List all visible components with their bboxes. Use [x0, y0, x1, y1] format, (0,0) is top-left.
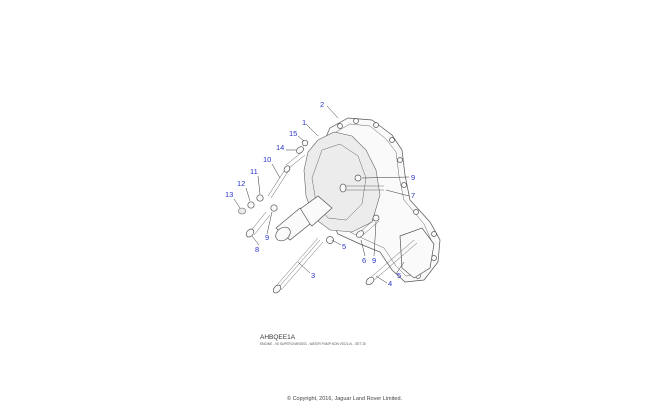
- callout-11: 11: [250, 167, 258, 176]
- callout-3: 3: [311, 271, 315, 280]
- callout-6: 6: [362, 256, 366, 265]
- washer-9-left: [270, 204, 278, 212]
- nut-13: [238, 207, 246, 215]
- callout-2: 2: [320, 100, 324, 109]
- callout-9-upper: 9: [411, 173, 415, 182]
- callout-7: 7: [411, 191, 415, 200]
- bolt-14: [285, 146, 306, 169]
- bolt-4: [365, 239, 418, 286]
- washer-9-right: [372, 214, 380, 222]
- copyright-notice: © Copyright, 2016, Jaguar Land Rover Lim…: [287, 396, 403, 402]
- water-pump-face: [311, 143, 367, 221]
- housing-cover: [399, 227, 435, 279]
- callout-5-left: 5: [342, 242, 346, 251]
- callout-9-lower: 9: [372, 256, 376, 265]
- callouts: 1 2 3 4 5 5 6 7 8 9 9 9 10 11 12 13 14 1…: [225, 100, 415, 288]
- washer-15: [301, 139, 309, 147]
- washer-9-upper: [354, 174, 362, 182]
- callout-13: 13: [225, 190, 233, 199]
- callout-10: 10: [263, 155, 271, 164]
- callout-4: 4: [388, 279, 392, 288]
- callout-1: 1: [302, 118, 306, 127]
- callout-12: 12: [237, 179, 245, 188]
- diagram-reference-code: AHBQEE1A: [260, 334, 296, 341]
- callout-9-left: 9: [265, 233, 269, 242]
- pump-pulley-end: [275, 226, 291, 242]
- bolt-6: [356, 217, 380, 238]
- bolt-7: [339, 183, 384, 193]
- bolt-long: [272, 237, 324, 294]
- diagram-caption: ENGINE - V6 SUPERCHARGED - WATER PUMP NO…: [260, 342, 366, 346]
- callout-14: 14: [276, 143, 284, 152]
- callout-15: 15: [289, 129, 297, 138]
- bolt-8: [245, 211, 271, 238]
- washer-12: [247, 201, 255, 209]
- washer-5: [326, 236, 334, 244]
- callout-5-right: 5: [397, 271, 401, 280]
- leader-lines: [233, 105, 410, 284]
- callout-8: 8: [255, 245, 259, 254]
- stud-10: [267, 165, 291, 199]
- washer-11: [256, 194, 264, 202]
